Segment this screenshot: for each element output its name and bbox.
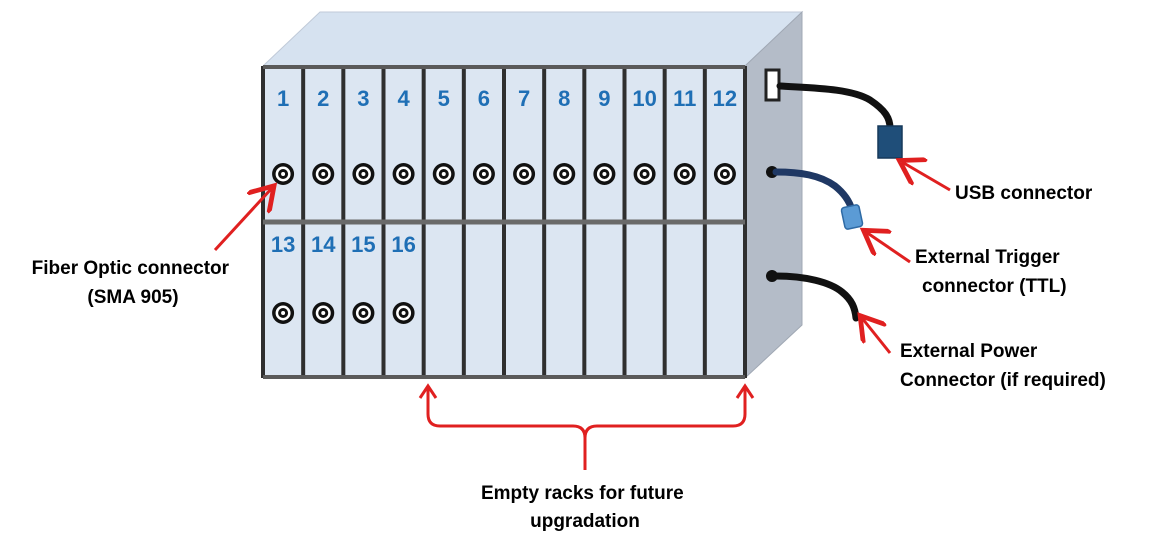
- fiber-optic-label: Fiber Optic connector (SMA 905): [32, 258, 235, 308]
- fiber-connector-icon: [312, 163, 335, 185]
- rack-side-face: [744, 10, 803, 380]
- fiber-connectors: [272, 163, 736, 324]
- slot-number-top: 5: [438, 86, 450, 111]
- connector-core: [361, 311, 366, 315]
- connector-core: [722, 172, 727, 176]
- fiber-connector-icon: [673, 163, 696, 185]
- slot-number-top: 8: [558, 86, 570, 111]
- usb-arrow: [902, 162, 951, 192]
- connector-core: [361, 172, 366, 176]
- rack-top-face: [261, 11, 804, 67]
- usb-plug-icon: [877, 125, 903, 159]
- connector-core: [401, 172, 406, 176]
- slot-number-top: 3: [357, 86, 369, 111]
- connector-core: [522, 172, 527, 176]
- fiber-connector-icon: [272, 302, 295, 324]
- fiber-connector-icon: [392, 163, 415, 185]
- empty-racks-arrowhead-right: [735, 383, 755, 399]
- trigger-cable: [772, 168, 856, 214]
- slot-number-top: 12: [713, 86, 737, 111]
- fiber-connector-icon: [352, 163, 375, 185]
- usb-label: USB connector: [955, 183, 1093, 204]
- connector-core: [441, 172, 446, 176]
- fiber-connector-icon: [472, 163, 495, 185]
- slot-number-top: 2: [317, 86, 329, 111]
- connector-core: [481, 172, 486, 176]
- fiber-connector-icon: [392, 302, 415, 324]
- slot-number-top: 7: [518, 86, 530, 111]
- fiber-connector-icon: [553, 163, 576, 185]
- trigger-label: External Trigger connector (TTL): [915, 247, 1067, 297]
- connector-core: [602, 172, 607, 176]
- fiber-connector-icon: [432, 163, 455, 185]
- trigger-plug-icon: [840, 204, 864, 230]
- fiber-connector-icon: [633, 163, 656, 185]
- connector-core: [321, 172, 326, 176]
- slot-number-top: 10: [632, 86, 656, 111]
- connector-core: [642, 172, 647, 176]
- connector-core: [562, 172, 567, 176]
- fiber-connector-icon: [713, 163, 736, 185]
- empty-racks-arrowhead-left: [418, 383, 438, 399]
- slot-number-bottom: 13: [271, 232, 295, 257]
- bottom-row-slot-numbers: 13 14 15 16: [271, 232, 416, 257]
- slot-number-bottom: 15: [351, 232, 375, 257]
- slot-number-bottom: 14: [311, 232, 336, 257]
- connector-core: [682, 172, 687, 176]
- usb-cable: [776, 82, 894, 132]
- fiber-connector-icon: [352, 302, 375, 324]
- connector-core: [281, 172, 286, 176]
- slot-number-bottom: 16: [391, 232, 415, 257]
- power-arrow: [862, 318, 892, 354]
- slot-number-top: 6: [478, 86, 490, 111]
- power-label: External Power Connector (if required): [900, 341, 1106, 391]
- empty-racks-label: Empty racks for future upgradation: [481, 483, 689, 532]
- power-cable: [772, 272, 860, 322]
- connector-core: [321, 311, 326, 315]
- fiber-connector-icon: [593, 163, 616, 185]
- slot-number-top: 9: [598, 86, 610, 111]
- empty-racks-bracket: [426, 388, 747, 470]
- fiber-connector-icon: [312, 302, 335, 324]
- trigger-arrow: [866, 232, 911, 264]
- slot-number-top: 11: [673, 86, 696, 111]
- slot-number-top: 4: [397, 86, 410, 111]
- fiber-connector-icon: [513, 163, 536, 185]
- slot-number-top: 1: [277, 86, 289, 111]
- connector-core: [281, 311, 286, 315]
- fiber-connector-icon: [272, 163, 295, 185]
- connector-core: [401, 311, 406, 315]
- fiber-optic-arrow: [213, 188, 272, 252]
